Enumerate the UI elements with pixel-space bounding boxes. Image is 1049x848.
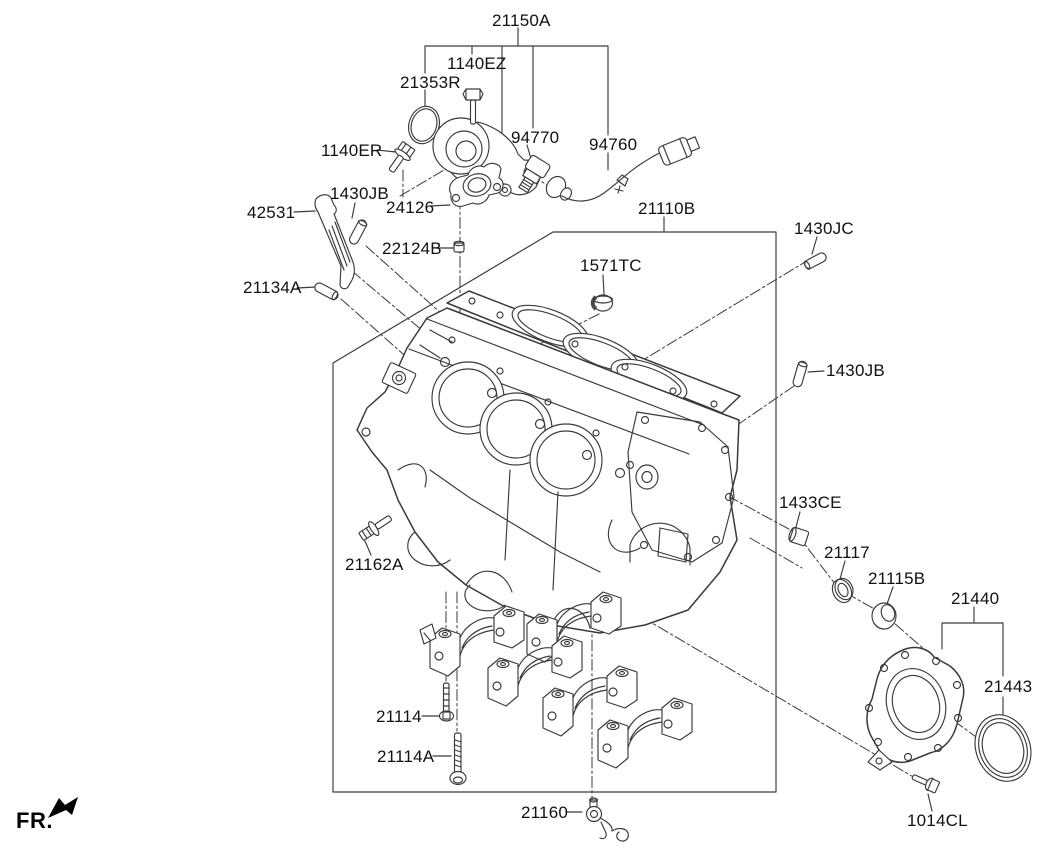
part-label-21150A-0[interactable]: 21150A	[492, 11, 551, 30]
part-label-21443-20[interactable]: 21443	[984, 677, 1033, 696]
part-label-1140EZ-1[interactable]: 1140EZ	[447, 54, 507, 73]
part-label-21353R-2[interactable]: 21353R	[400, 73, 461, 92]
seal-ring-21443	[974, 714, 1032, 782]
bolt-21162A	[358, 515, 392, 541]
plug-22124B	[453, 240, 465, 253]
wire-clip	[614, 174, 629, 194]
part-label-1140ER-5[interactable]: 1140ER	[321, 141, 383, 160]
wire-harness-94760	[561, 136, 701, 202]
sensor-boot	[545, 175, 573, 201]
bearing-cap	[597, 697, 693, 769]
oil-pressure-switch-94770	[518, 154, 551, 194]
head-gasket	[446, 290, 741, 417]
part-label-1430JC-10[interactable]: 1430JC	[794, 219, 854, 238]
part-label-1571TC-12[interactable]: 1571TC	[580, 256, 642, 275]
part-label-1014CL-24[interactable]: 1014CL	[907, 811, 968, 830]
callout-bracket-lines	[424, 27, 1004, 715]
bolt-21114	[438, 682, 455, 722]
bearing-caps	[419, 591, 693, 769]
block-surface-details	[361, 329, 641, 629]
fr-direction-arrow	[48, 797, 78, 818]
block-rear-face	[625, 411, 735, 566]
cylinder-bores	[431, 336, 626, 497]
plug-1433CE	[788, 526, 810, 547]
part-label-21117-16[interactable]: 21117	[824, 543, 870, 562]
part-label-21440-19[interactable]: 21440	[951, 589, 1000, 608]
part-label-1430JB-6[interactable]: 1430JB	[330, 184, 389, 203]
leader-lines	[293, 144, 933, 813]
part-label-21114A-22[interactable]: 21114A	[377, 747, 435, 766]
dowel-pin-1430JB-left	[348, 219, 368, 245]
part-label-21160-23[interactable]: 21160	[521, 803, 569, 822]
part-label-22124B-11[interactable]: 22124B	[382, 239, 442, 258]
bolt-1140ER	[388, 141, 416, 173]
engine-block-illustration	[356, 290, 741, 634]
part-label-94770-3[interactable]: 94770	[511, 128, 560, 147]
part-label-24126-7[interactable]: 24126	[386, 198, 435, 217]
part-label-94760-4[interactable]: 94760	[589, 135, 638, 154]
bolt-1140EZ	[462, 88, 484, 125]
dowel-pin-21134A	[314, 282, 339, 301]
part-label-21115B-18[interactable]: 21115B	[868, 569, 926, 588]
part-label-1433CE-15[interactable]: 1433CE	[779, 493, 842, 512]
rear-seal-housing-21440	[864, 646, 965, 771]
part-label-42531-8[interactable]: 42531	[247, 203, 296, 222]
fr-marker-label: FR.	[16, 808, 53, 833]
gasket-24126	[449, 162, 504, 208]
plug-21115B	[871, 602, 897, 630]
part-label-21110B-9[interactable]: 21110B	[638, 199, 696, 218]
dowel-pin-1430JC	[803, 252, 827, 270]
knock-sensor-21160	[585, 797, 629, 842]
part-label-21162A-17[interactable]: 21162A	[345, 555, 404, 574]
bolt-1014CL	[911, 774, 941, 794]
seal-washer-21117	[831, 577, 854, 604]
dowel-pin-1430JB-right	[792, 360, 808, 388]
bolt-21114A	[449, 732, 467, 786]
thrust-tab	[419, 623, 437, 645]
part-label-21114-21[interactable]: 21114	[376, 707, 422, 726]
block-region-box	[332, 231, 777, 793]
cup-plug-1571TC	[590, 294, 614, 312]
part-label-1430JB-14[interactable]: 1430JB	[826, 361, 885, 380]
baffle-42531	[314, 194, 355, 290]
part-label-21134A-13[interactable]: 21134A	[243, 278, 302, 297]
